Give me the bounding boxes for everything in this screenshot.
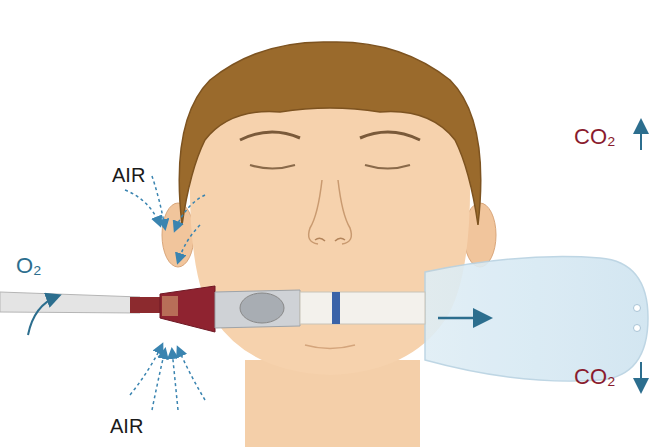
chin <box>305 345 355 349</box>
air-arrow <box>125 190 160 225</box>
co2-arrow-up <box>640 122 642 150</box>
air-arrow <box>172 350 178 410</box>
co2-label: CO₂ <box>574 126 616 148</box>
air-arrow <box>152 176 165 228</box>
closed-eye <box>250 165 295 169</box>
air-arrow <box>178 225 200 262</box>
band <box>332 292 340 324</box>
oxygen-arrow <box>28 296 58 335</box>
air-label: AIR <box>110 416 143 436</box>
air-arrow <box>175 195 205 230</box>
ear <box>162 203 194 267</box>
venturi-connector <box>160 286 215 332</box>
flow-arrow <box>438 317 488 320</box>
reservoir-bag <box>425 257 648 382</box>
air-label: AIR <box>112 165 145 185</box>
valve <box>240 293 284 323</box>
air-arrow <box>178 348 205 400</box>
tube <box>300 292 425 324</box>
oxygen-label: O₂ <box>16 255 42 277</box>
oxygen-tube <box>0 292 140 313</box>
eyebrow <box>240 132 300 140</box>
bag-hole <box>634 325 641 332</box>
nostril <box>315 238 345 241</box>
co2-arrow-down <box>640 362 642 390</box>
air-arrow <box>152 350 165 410</box>
closed-eye <box>365 165 410 169</box>
air-arrow <box>130 345 162 395</box>
connector <box>130 297 160 313</box>
air-entrainment-port <box>162 296 178 316</box>
co2-label: CO₂ <box>574 366 616 388</box>
nose <box>309 180 352 244</box>
hair <box>179 42 481 225</box>
eyebrow <box>360 132 420 140</box>
valve-body <box>215 290 300 328</box>
bag-hole <box>634 305 641 312</box>
